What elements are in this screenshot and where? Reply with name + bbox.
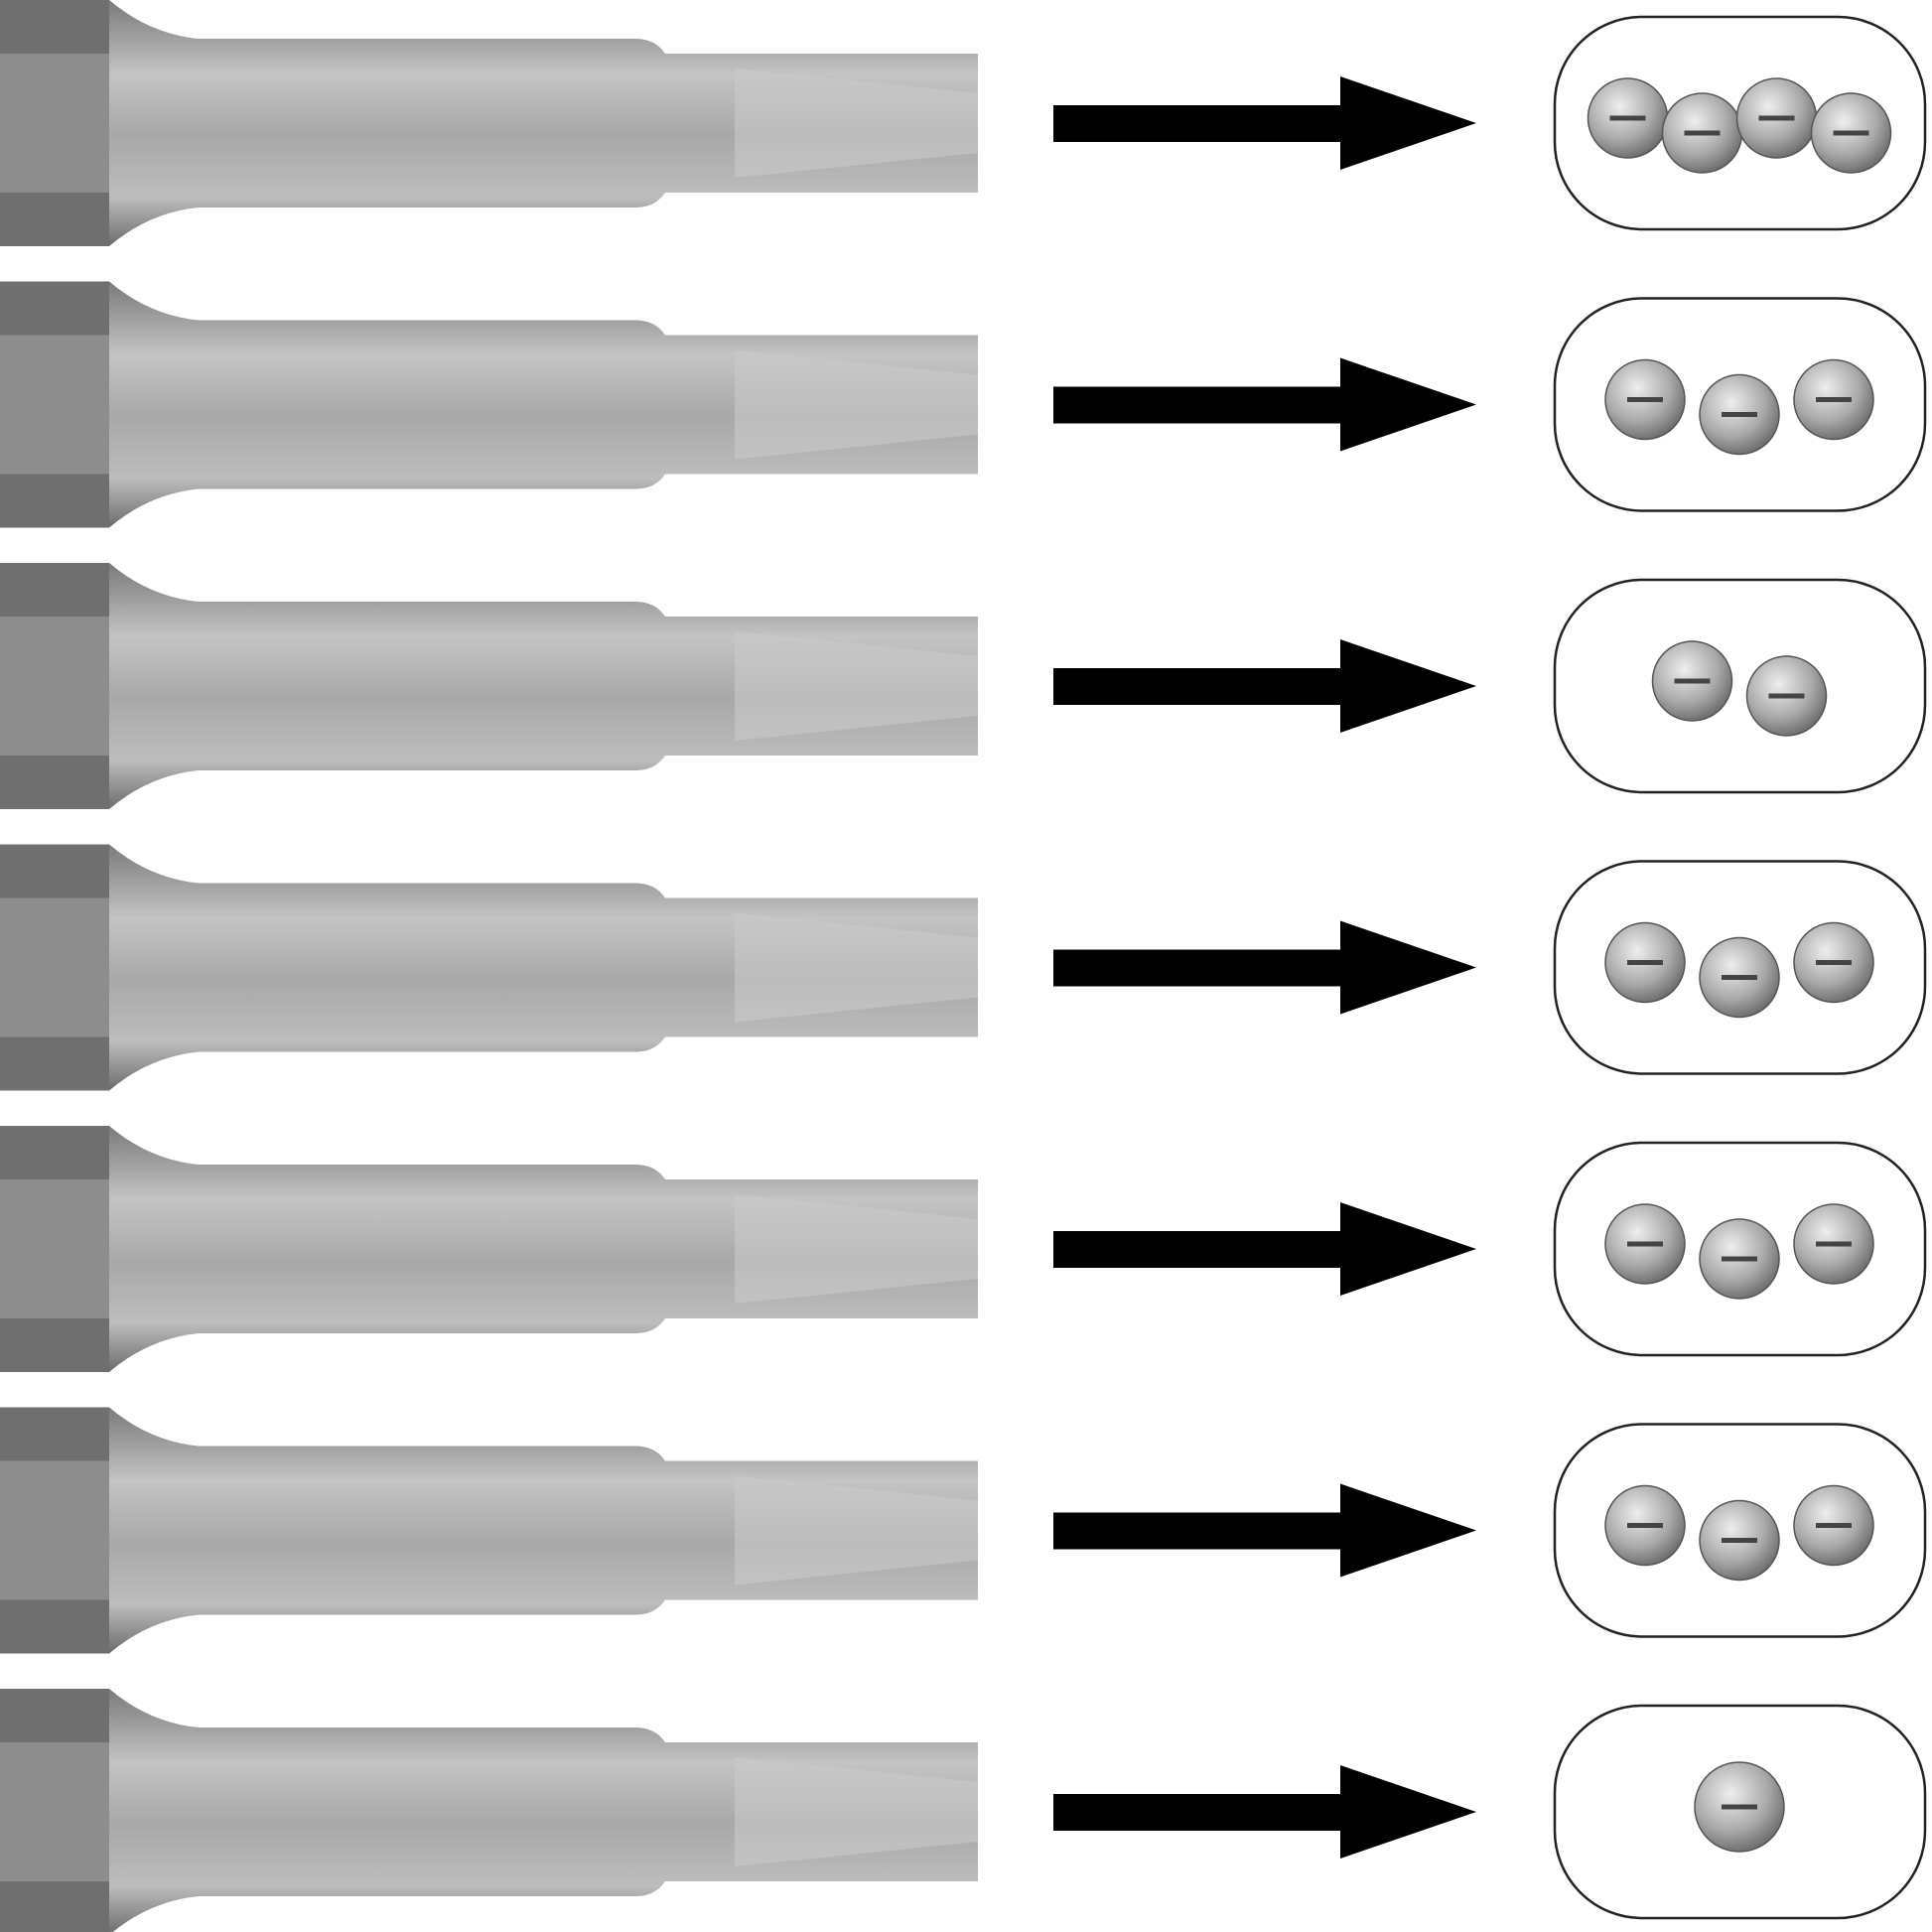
arrow-icon bbox=[1053, 1765, 1476, 1859]
arrow-icon bbox=[1053, 76, 1476, 170]
arrow-icon bbox=[1053, 1483, 1476, 1578]
y-tip-bit-icon bbox=[0, 1126, 978, 1372]
spanner-head-screws-icon bbox=[1553, 297, 1927, 512]
arrow-icon bbox=[1053, 1202, 1476, 1296]
diagram-row bbox=[0, 563, 1927, 809]
triangle-bit-icon bbox=[0, 0, 978, 246]
tri-wing-bit-icon bbox=[0, 563, 978, 809]
diagram-row bbox=[0, 844, 1927, 1091]
slotted-bit-icon bbox=[0, 1689, 978, 1932]
tri-wing-screws-icon bbox=[1553, 578, 1927, 794]
triangle-head-screws-icon bbox=[1553, 15, 1927, 231]
phillips-countersunk-screws-icon bbox=[1553, 1423, 1927, 1638]
u-slot-screws-icon bbox=[1553, 860, 1927, 1075]
arrow-icon bbox=[1053, 357, 1476, 452]
u-shape-bit-icon bbox=[0, 844, 978, 1091]
diagram-row bbox=[0, 1407, 1927, 1654]
arrow-icon bbox=[1053, 920, 1476, 1015]
diagram-row bbox=[0, 0, 1927, 246]
spanner-bit-icon bbox=[0, 281, 978, 528]
diagram-row bbox=[0, 1126, 1927, 1372]
arrow-icon bbox=[1053, 639, 1476, 733]
slotted-screw-icon bbox=[1553, 1704, 1927, 1920]
tri-point-screws-icon bbox=[1553, 1141, 1927, 1357]
diagram-row bbox=[0, 1689, 1927, 1932]
phillips-bit-icon bbox=[0, 1407, 978, 1654]
diagram-row bbox=[0, 281, 1927, 528]
